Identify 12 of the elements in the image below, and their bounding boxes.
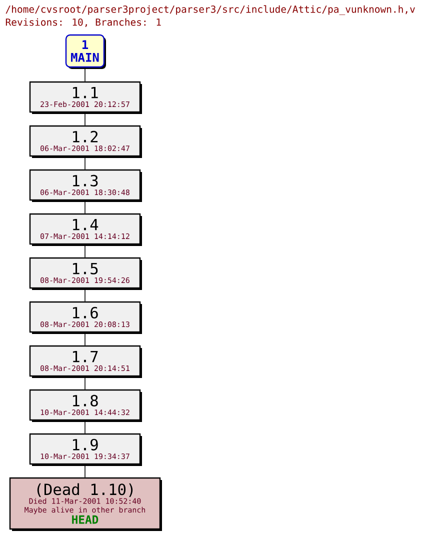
connector-line [84, 156, 86, 170]
connector-line [84, 200, 86, 214]
connector-line [84, 420, 86, 434]
connector-line [84, 464, 86, 478]
connector-line [84, 288, 86, 302]
connector-line [84, 67, 86, 82]
connector-line [84, 112, 86, 126]
file-path-title: /home/cvsroot/parser3project/parser3/src/include/Attic/pa_vunknown.h,v [6, 5, 415, 16]
connector-line [84, 332, 86, 346]
connector-line [84, 376, 86, 390]
connector-line [84, 244, 86, 258]
revision-branch-box: 1 MAIN [65, 34, 106, 69]
